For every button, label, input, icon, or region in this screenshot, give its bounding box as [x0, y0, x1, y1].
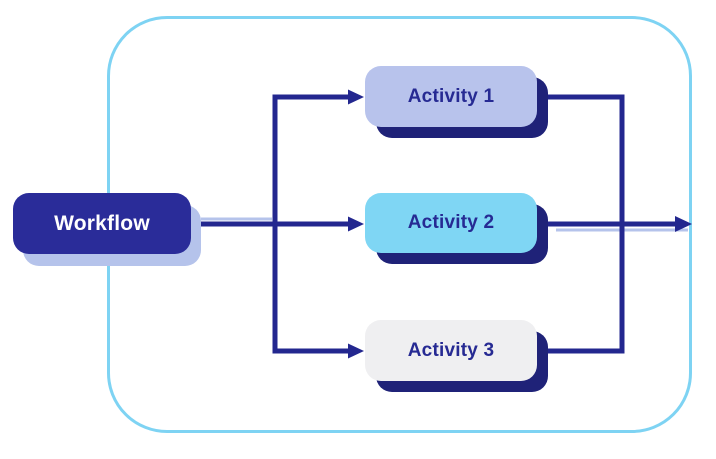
activity-1-label: Activity 1: [407, 85, 495, 107]
activity-2-label: Activity 2: [407, 212, 495, 233]
activity-3-label: Activity 3: [407, 339, 495, 361]
arrowhead-exit: [675, 216, 692, 232]
activity-2-node: Activity 2: [365, 193, 537, 253]
arrowhead-activity-1: [348, 89, 364, 105]
arrowhead-activity-2: [348, 216, 364, 232]
workflow-node: Workflow: [13, 193, 191, 254]
activity-3-node: Activity 3: [365, 320, 537, 381]
arrowhead-activity-3: [348, 343, 364, 359]
activity-1-node: Activity 1: [365, 66, 537, 127]
workflow-label: Workflow: [54, 211, 150, 235]
